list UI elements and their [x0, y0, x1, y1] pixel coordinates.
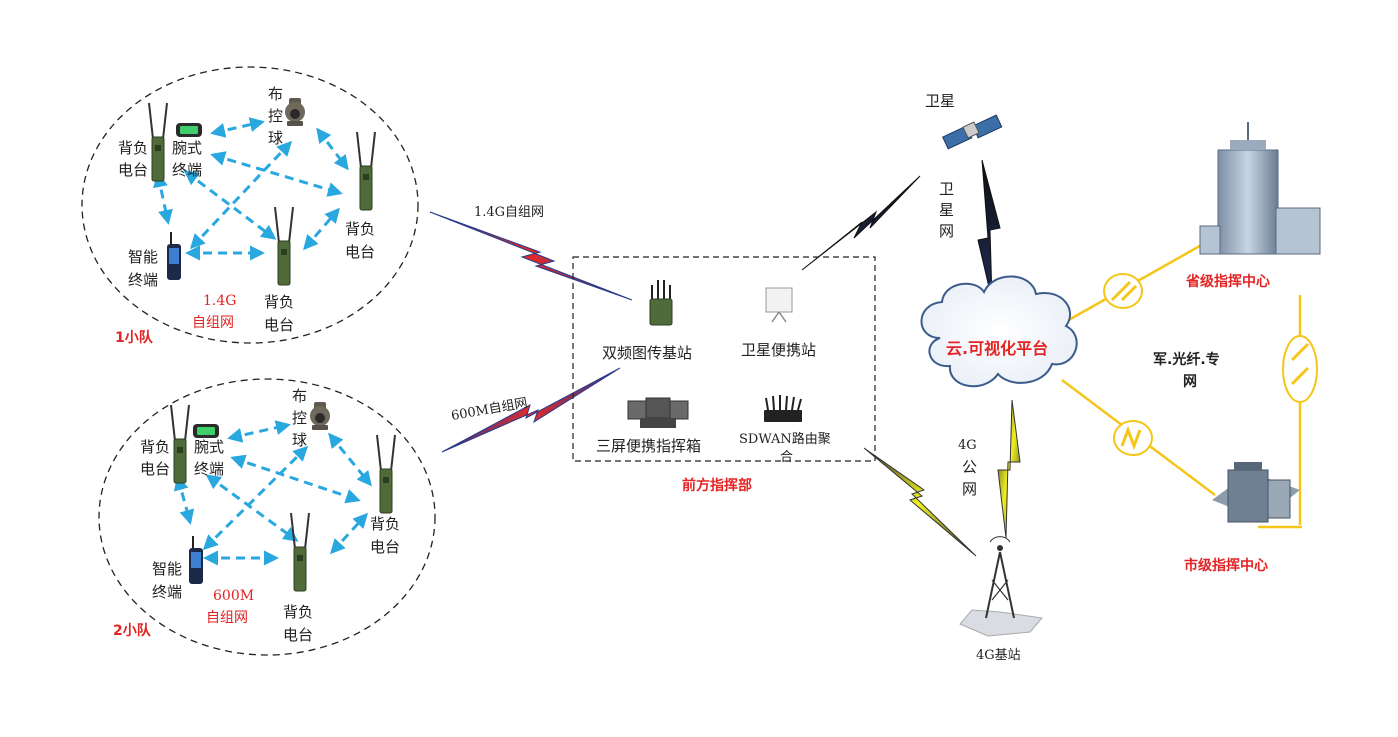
team1-arrows: [153, 117, 349, 261]
team1-boundary: [81, 66, 419, 344]
link-14g: 1.4G自组网: [429, 205, 633, 301]
team2-arrows: [173, 420, 372, 566]
4g-net-label-1: 4G: [958, 438, 977, 453]
team1-smart-terminal-icon: [166, 231, 182, 281]
team1-group: 背负 电台 腕式 终端 布 控 球 背负 电台 智能 终端 背负 电台 1.4G…: [81, 66, 419, 346]
satellite-icon: [942, 114, 1003, 150]
4g-link-bolt-left: [863, 447, 977, 557]
front-hq-group: 双频图传基站 卫星便携站 三屏便携指挥箱 SDWAN路由聚 合 前方指挥部: [572, 256, 876, 494]
team2-net-label-2: 自组网: [206, 610, 248, 626]
team1-backpack-b-label-1: 背负: [345, 220, 375, 238]
team1-backpack-a-label-2: 电台: [118, 161, 148, 179]
sdwan-router-icon: [764, 395, 802, 422]
team1-backpack-c-label-1: 背负: [264, 293, 294, 311]
team2-backpack-c-label-2: 电台: [283, 626, 313, 644]
team2-backpack-b-label-2: 电台: [370, 538, 400, 556]
team2-backpack-radio-c-icon: [290, 512, 310, 592]
fiber-node-icon: [1103, 273, 1143, 309]
military-net-label-1: 军.光纤.专: [1153, 351, 1220, 368]
base-station-icon: [649, 280, 673, 326]
sat-portable-label: 卫星便携站: [741, 341, 816, 359]
sdwan-label-1: SDWAN路由聚: [739, 431, 831, 447]
front-hq-title: 前方指挥部: [682, 477, 752, 494]
team2-title: 2小队: [113, 622, 152, 639]
team1-wrist-label-2: 终端: [172, 161, 202, 179]
team2-backpack-c-label-1: 背负: [283, 603, 313, 621]
team1-ptz-label-1: 布: [268, 85, 283, 103]
team2-backpack-a-label-2: 电台: [140, 460, 170, 478]
provincial-label: 省级指挥中心: [1185, 273, 1270, 290]
team1-net-label-2: 自组网: [192, 315, 234, 331]
base-station-label: 双频图传基站: [602, 344, 692, 362]
team1-backpack-radio-c-icon: [274, 206, 294, 286]
team2-wrist-label-1: 腕式: [194, 438, 224, 456]
team1-ptz-camera-icon: [285, 98, 305, 126]
team1-title: 1小队: [115, 329, 154, 346]
4g-tower-icon: [959, 536, 1043, 637]
team2-wrist-terminal-icon: [193, 424, 219, 438]
sat-net-label-3: 网: [939, 222, 954, 240]
team1-backpack-radio-b-icon: [356, 131, 376, 211]
team1-backpack-b-label-2: 电台: [345, 243, 375, 261]
team1-ptz-label-3: 球: [268, 129, 283, 147]
4g-link-bolt-up: [997, 399, 1021, 539]
team2-wrist-label-2: 终端: [194, 460, 224, 478]
sat-portable-icon: [765, 287, 793, 323]
satellite-label: 卫星: [925, 92, 955, 110]
city-label: 市级指挥中心: [1184, 557, 1268, 574]
cloud-platform-icon: [920, 275, 1078, 388]
team2-backpack-radio-a-icon: [170, 404, 190, 484]
team1-ptz-label-2: 控: [268, 107, 283, 125]
team2-smart-terminal-icon: [188, 535, 204, 585]
team2-backpack-a-label-1: 背负: [140, 438, 170, 456]
three-screen-case-icon: [627, 397, 689, 428]
4g-net-label-2: 公: [962, 458, 977, 476]
three-screen-label: 三屏便携指挥箱: [596, 437, 701, 455]
4g-tower-label: 4G基站: [976, 648, 1021, 663]
team1-net-label-1: 1.4G: [203, 293, 236, 309]
team1-smart-label-2: 终端: [128, 271, 158, 289]
link-600m-bolt: [441, 367, 621, 453]
team2-ptz-camera-icon: [310, 402, 330, 430]
link-600m: 600M自组网: [441, 367, 621, 453]
fiber-node-icon: [1282, 335, 1318, 403]
team2-backpack-b-label-1: 背负: [370, 515, 400, 533]
team1-smart-label-1: 智能: [128, 248, 158, 266]
city-building-icon: [1212, 462, 1300, 523]
team2-smart-label-2: 终端: [152, 583, 182, 601]
team2-ptz-label-2: 控: [292, 409, 307, 427]
team2-group: 背负 电台 腕式 终端 布 控 球 背负 电台 智能 终端 背负 电台 600M…: [98, 378, 436, 656]
team2-boundary: [98, 378, 436, 656]
team1-backpack-a-label-1: 背负: [118, 139, 148, 157]
sat-net-label-1: 卫: [939, 180, 954, 198]
fiber-node-icon: [1113, 420, 1153, 456]
team2-backpack-radio-b-icon: [376, 434, 396, 514]
provincial-building-icon: [1199, 122, 1321, 255]
sat-uplink-bolt: [801, 175, 921, 271]
team1-wrist-terminal-icon: [176, 123, 202, 137]
4g-net-label-3: 网: [962, 480, 977, 498]
link-14g-bolt: [429, 211, 633, 301]
front-hq-boundary: [572, 256, 876, 462]
team1-backpack-c-label-2: 电台: [264, 316, 294, 334]
sdwan-label-2: 合: [780, 450, 793, 465]
team2-smart-label-1: 智能: [152, 560, 182, 578]
team1-backpack-radio-a-icon: [148, 102, 168, 182]
link-14g-label: 1.4G自组网: [474, 205, 544, 220]
military-net-label-2: 网: [1183, 374, 1197, 390]
team1-wrist-label-1: 腕式: [172, 139, 202, 157]
team2-net-label-1: 600M: [213, 588, 254, 604]
team2-ptz-label-1: 布: [292, 387, 307, 405]
sat-net-label-2: 星: [939, 201, 954, 219]
team2-ptz-label-3: 球: [292, 431, 307, 449]
cloud-label: 云.可视化平台: [946, 339, 1048, 358]
